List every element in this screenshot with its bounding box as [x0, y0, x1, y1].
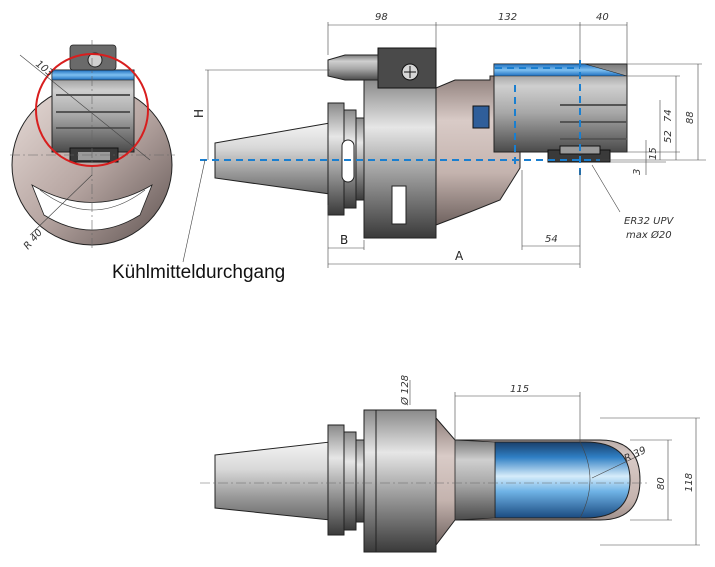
collet-note-line1: ER32 UPV — [624, 216, 675, 227]
top-taper-shank — [214, 441, 331, 521]
dim-a-label: A — [455, 249, 464, 263]
dim-dia128-label: Ø 128 — [399, 375, 411, 406]
top-view: Ø 128 115 R 39 80 118 — [200, 375, 700, 553]
dim-h-label: H — [192, 109, 206, 118]
dim-3-label: 3 — [632, 169, 643, 175]
highlight-circle — [35, 53, 149, 167]
end-view: 103 R 40 — [10, 40, 175, 252]
side-taper-shank — [214, 122, 331, 195]
caption-kuehlmitteldurchgang: Kühlmitteldurchgang — [112, 262, 285, 283]
dim-88-label: 88 — [685, 111, 696, 124]
dim-118-label: 118 — [684, 473, 695, 492]
dim-15-label: 15 — [648, 147, 659, 160]
dim-54-label: 54 — [545, 234, 558, 245]
dim-r40-label: R 40 — [22, 227, 45, 252]
dim-98-label: 98 — [375, 12, 388, 23]
dim-115-label: 115 — [510, 384, 529, 395]
dim-40-label: 40 — [596, 12, 609, 23]
dim-132-label: 132 — [498, 12, 517, 23]
dim-b-label: B — [340, 233, 348, 247]
caption-leader — [182, 159, 206, 263]
dim-80-label: 80 — [656, 477, 667, 490]
top-main-flange — [375, 409, 437, 553]
top-head-blue — [494, 441, 631, 519]
side-head — [493, 63, 628, 153]
dim-52-label: 52 — [663, 130, 674, 143]
dim-74-label: 74 — [663, 109, 674, 122]
collet-note-line2: max Ø20 — [626, 229, 672, 241]
side-view: 98 132 40 74 88 52 15 3 H B 54 A — [192, 12, 706, 268]
